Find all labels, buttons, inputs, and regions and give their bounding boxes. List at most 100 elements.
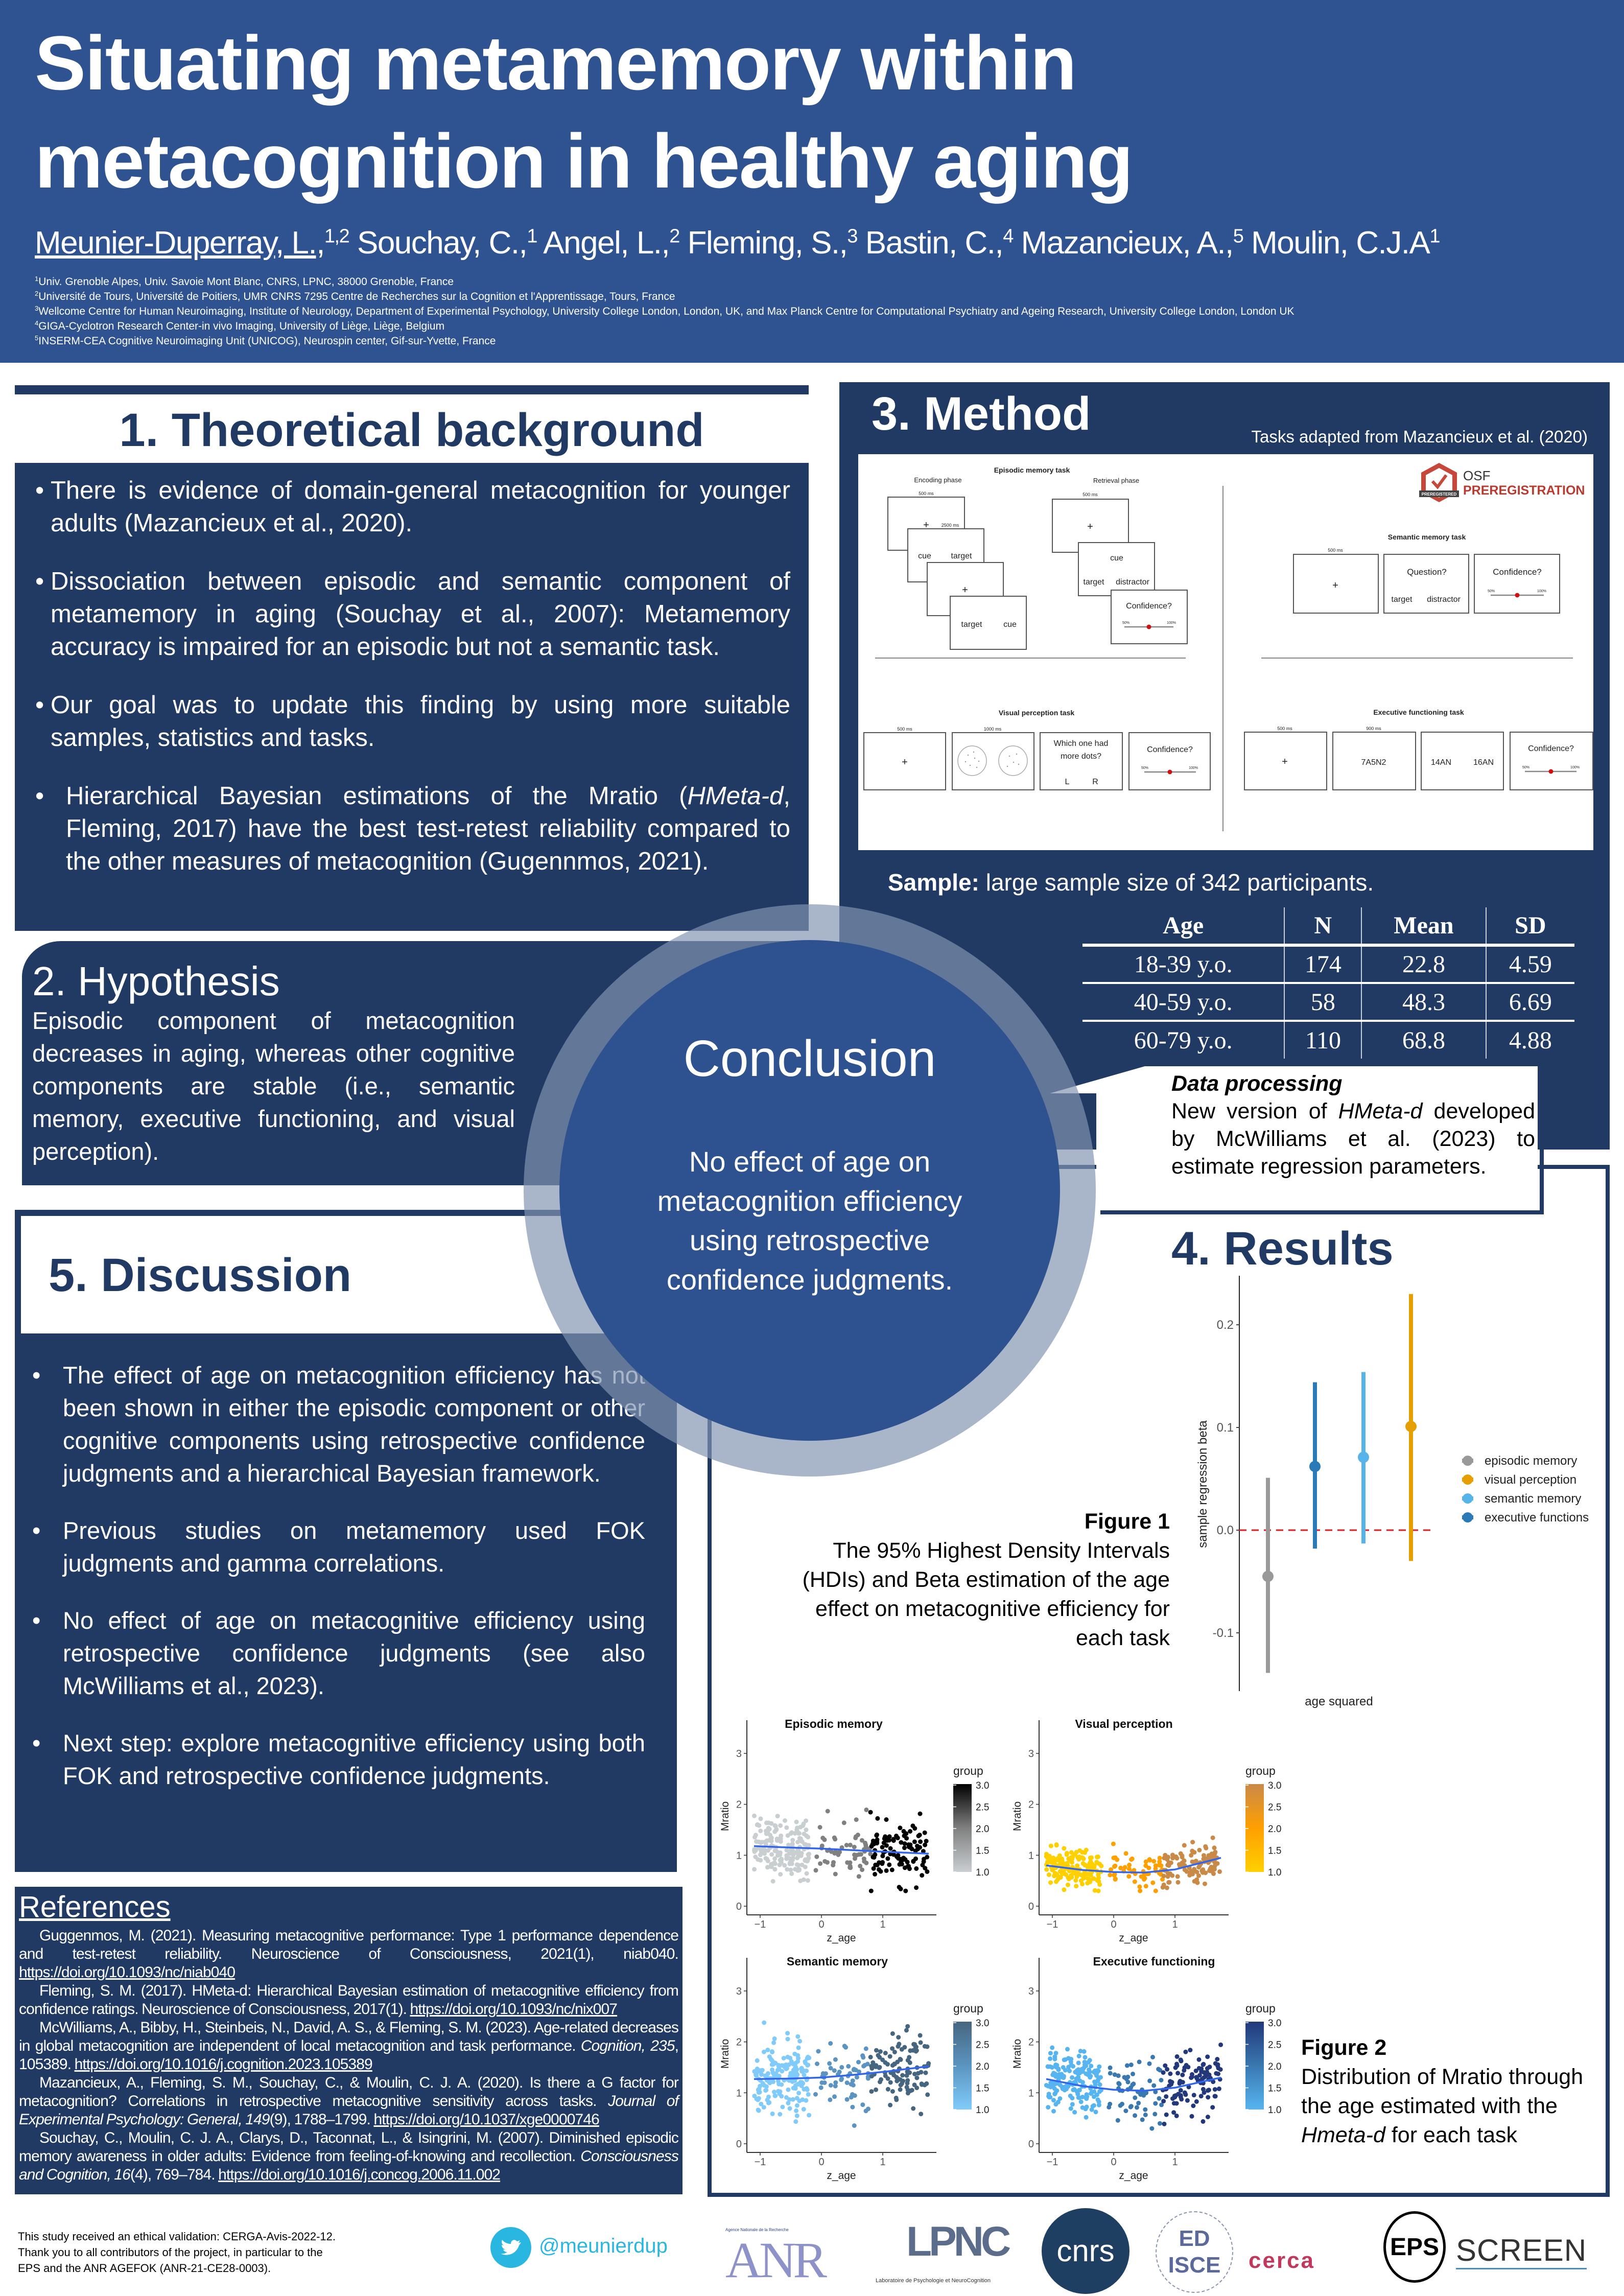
question-prompt: Question? (1407, 567, 1447, 577)
scatter-point (898, 1886, 903, 1891)
column-header: Age (1082, 907, 1285, 947)
scatter-point (805, 1859, 810, 1864)
scatter-point (1174, 2113, 1179, 2118)
confidence-prompt: Confidence? (1126, 602, 1172, 611)
y-tick-label: 3 (736, 1986, 742, 1997)
reference-link[interactable]: https://doi.org/10.1093/nc/niab040 (19, 1964, 236, 1981)
scatter-point (1074, 1884, 1079, 1889)
reference-link[interactable]: https://doi.org/10.1016/j.cognition.2023… (74, 2056, 373, 2073)
scatter-point (794, 2067, 799, 2072)
scatter-point (1150, 2054, 1155, 2059)
duration-label: 500 ms (1082, 492, 1098, 497)
scatter-point (874, 2048, 879, 2053)
affiliation-text: INSERM-CEA Cognitive Neuroimaging Unit (… (38, 335, 496, 347)
scatter-point (769, 1839, 774, 1844)
scatter-point (1066, 1882, 1070, 1887)
scatter-point (789, 1871, 794, 1876)
scatter-point (795, 2034, 801, 2039)
column-header: Mean (1361, 907, 1486, 947)
scatter-point (1210, 1835, 1215, 1840)
scatter-point (862, 2063, 867, 2068)
duration-label: 2500 ms (942, 523, 959, 528)
background-panel: There is evidence of domain-general meta… (15, 463, 809, 931)
scatter-point (914, 1866, 919, 1871)
scatter-point (772, 2093, 778, 2098)
screen-box (952, 732, 1034, 790)
reference-link[interactable]: https://doi.org/10.1037/xge0000746 (373, 2111, 599, 2128)
scatter-point (861, 2055, 866, 2060)
scatter-point (913, 1856, 918, 1861)
scatter-point (780, 2063, 785, 2068)
legend-swatch (1463, 1493, 1473, 1504)
affiliation-number: 2 (35, 290, 39, 297)
reference-link[interactable]: https://doi.org/10.1093/nc/nix007 (410, 2001, 618, 2018)
scatter-point (1137, 1884, 1142, 1889)
scatter-point (1066, 1876, 1071, 1880)
scatter-point (898, 1825, 903, 1831)
scatter-point (1192, 1868, 1197, 1873)
affiliation-text: Université de Tours, Université de Poiti… (38, 291, 675, 302)
scatter-point (1077, 1848, 1082, 1853)
figure2-caption-text: for each task (1385, 2123, 1518, 2147)
scatter-point (1047, 1854, 1052, 1859)
legend-swatch (1463, 1474, 1473, 1485)
scatter-point (837, 2069, 842, 2074)
table-cell: 22.8 (1361, 945, 1486, 984)
twitter-icon[interactable] (490, 2227, 531, 2268)
scatter-point (801, 2068, 806, 2073)
affiliation: 4GIGA-Cyclotron Research Center-in vivo … (35, 319, 444, 333)
reference-link[interactable]: https://doi.org/10.1016/j.concog.2006.11… (218, 2166, 501, 2183)
colorbar-label: 2.0 (1268, 1824, 1281, 1835)
scatter-point (1153, 2101, 1158, 2106)
scatter-point (1171, 2110, 1176, 2115)
table-cell: 110 (1284, 1021, 1362, 1059)
scatter-point (784, 1853, 789, 1858)
scatter-point (902, 1841, 907, 1846)
scatter-point (1077, 2088, 1082, 2093)
scatter-point (1166, 1863, 1171, 1868)
scatter-point (900, 2073, 905, 2078)
scatter-point (904, 2028, 909, 2033)
scatter-point (796, 2056, 801, 2060)
scatter-point (925, 2092, 930, 2097)
fixation-cross: + (902, 757, 908, 768)
scatter-point (1212, 1845, 1217, 1850)
scatter-point (1133, 2095, 1138, 2100)
colorbar-label: 1.5 (976, 2083, 989, 2094)
scatter-point (875, 1832, 879, 1837)
scatter-point (796, 2081, 801, 2087)
stimulus-text: cue (918, 552, 931, 560)
scatter-point (1096, 1879, 1101, 1884)
scatter-point (921, 1849, 926, 1854)
scatter-point (917, 1845, 923, 1850)
scatter-point (1175, 2071, 1181, 2076)
y-tick-label: 2 (736, 2037, 742, 2048)
scatter-point (790, 1856, 795, 1861)
scatter-point (801, 1821, 806, 1826)
scatter-point (854, 2075, 859, 2080)
scatter-point (916, 1834, 921, 1838)
scatter-point (1197, 1864, 1202, 1868)
scatter-point (898, 2087, 903, 2092)
slider-max: 100% (1167, 621, 1176, 625)
scatter-point (784, 1847, 789, 1853)
logo-text: Laboratoire de Psychologie et NeuroCogni… (876, 2278, 991, 2284)
scatter-point (779, 2094, 784, 2099)
scatter-point (772, 2073, 777, 2078)
scatter-point (794, 2108, 799, 2113)
scatter-point (772, 1860, 777, 1865)
scatter-point (806, 2054, 810, 2059)
scatter-point (756, 1857, 761, 1862)
scatter-point (806, 2092, 811, 2097)
scatter-point (806, 1835, 810, 1840)
scatter-point (1089, 2091, 1094, 2096)
scatter-point (877, 2065, 882, 2070)
screen-box (1244, 732, 1327, 790)
scatter-point (907, 2055, 912, 2060)
scatter-point (837, 1849, 842, 1855)
fixation-cross: + (1332, 580, 1338, 591)
twitter-handle[interactable]: @meunierdup (539, 2235, 668, 2257)
affiliation: 2Université de Tours, Université de Poit… (35, 290, 675, 303)
x-axis-label: z_age (1119, 2170, 1148, 2182)
